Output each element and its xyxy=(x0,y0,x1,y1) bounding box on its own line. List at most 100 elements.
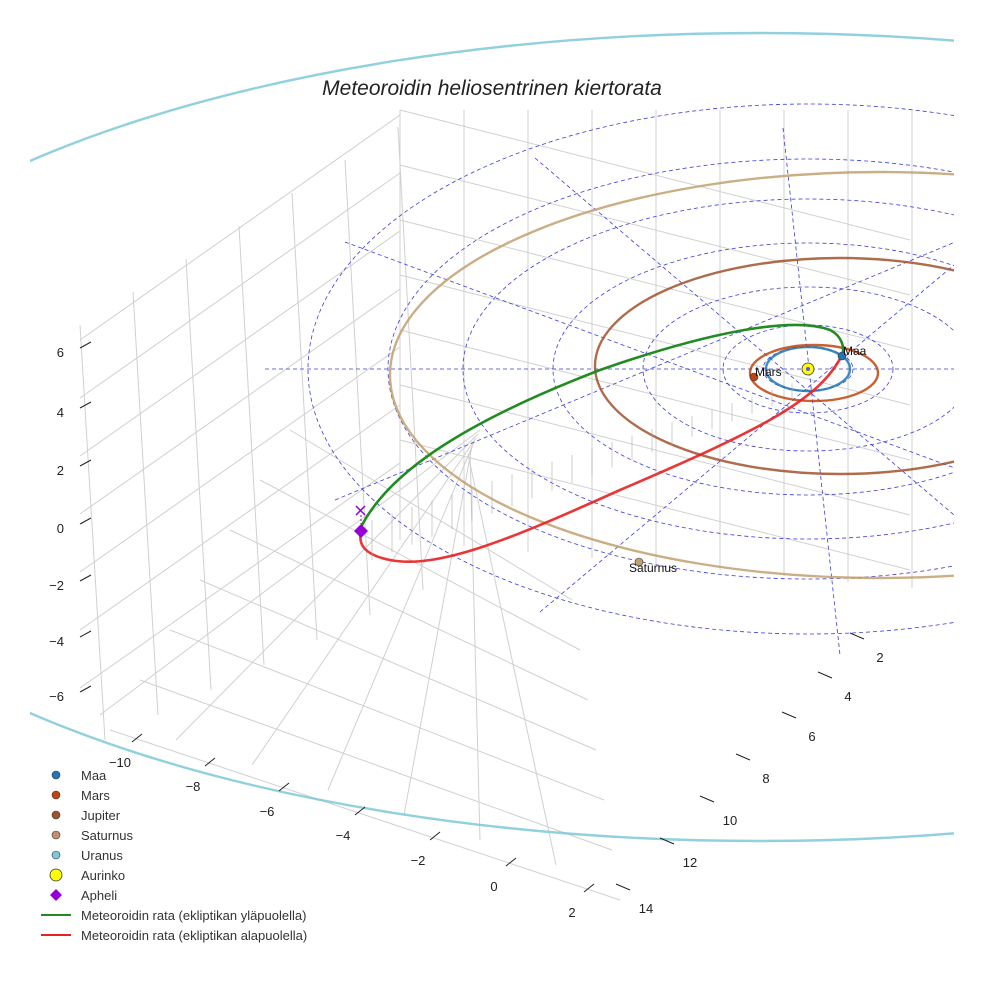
z-tick xyxy=(79,685,92,693)
grid-line xyxy=(238,225,265,666)
grid-line xyxy=(291,192,318,641)
z-tick-label: −2 xyxy=(49,578,64,593)
x-tick-label: −4 xyxy=(336,828,351,843)
y-tick xyxy=(781,711,797,719)
grid-line xyxy=(403,445,473,816)
z-tick-label: 2 xyxy=(57,463,64,478)
ecliptic-ray xyxy=(334,242,954,501)
grid-line xyxy=(467,453,557,866)
legend-label: Saturnus xyxy=(81,828,134,843)
legend-item: Jupiter xyxy=(51,808,121,823)
grid-line xyxy=(469,449,481,841)
legend-item: Uranus xyxy=(51,848,123,863)
grid-line xyxy=(399,164,911,296)
grid-line xyxy=(399,329,911,461)
grid-line xyxy=(79,288,401,515)
chart-title: Meteoroidin heliosentrinen kiertorata xyxy=(322,77,662,100)
grid-line xyxy=(99,429,481,716)
z-tick xyxy=(79,341,92,349)
trajectory-above xyxy=(359,323,845,528)
grid-line xyxy=(259,479,581,651)
y-tick xyxy=(817,671,833,679)
orbit-mars xyxy=(748,343,880,403)
y-tick-label: 2 xyxy=(876,650,883,665)
legend-label: Uranus xyxy=(81,848,123,863)
orbit-uranus xyxy=(30,31,954,843)
legend-label: Mars xyxy=(81,788,110,803)
z-tick-label: 4 xyxy=(57,405,64,420)
grid-line xyxy=(79,346,401,573)
y-tick-label: 4 xyxy=(844,689,851,704)
ecliptic-ring xyxy=(642,286,954,452)
grid-line xyxy=(399,384,911,516)
legend-diamond-icon xyxy=(50,889,62,901)
orbit-jupiter xyxy=(593,256,954,476)
planet-saturnus xyxy=(634,557,644,567)
ecliptic-ring xyxy=(462,198,954,540)
y-tick-label: 12 xyxy=(683,855,697,870)
legend-dot-icon xyxy=(51,810,61,820)
y-tick xyxy=(659,837,675,845)
legend-item: Saturnus xyxy=(51,828,134,843)
x-tick xyxy=(583,883,595,893)
x-tick-label: −6 xyxy=(260,804,275,819)
legend-label: Meteoroidin rata (ekliptikan yläpuolella… xyxy=(81,908,306,923)
grid-line xyxy=(175,433,479,741)
x-tick xyxy=(204,757,216,767)
legend-item: Meteoroidin rata (ekliptikan alapuolella… xyxy=(41,928,307,943)
grid-line xyxy=(185,258,212,691)
z-tick-label: 6 xyxy=(57,345,64,360)
grid-line xyxy=(139,679,613,851)
y-tick-label: 8 xyxy=(762,771,769,786)
legend-item: Apheli xyxy=(50,888,117,903)
grid-line xyxy=(79,230,401,457)
x-tick xyxy=(505,857,517,867)
grid-line xyxy=(251,437,477,766)
z-tick xyxy=(79,517,92,525)
grid-line xyxy=(399,274,911,406)
ecliptic-ray xyxy=(539,264,954,613)
ecliptic-ray xyxy=(782,127,841,656)
legend-item: Mars xyxy=(51,788,110,803)
y-tick xyxy=(615,883,631,891)
grid-line xyxy=(79,324,106,741)
x-tick-label: 2 xyxy=(568,905,575,920)
grid-line xyxy=(199,579,597,751)
x-tick xyxy=(429,831,441,841)
planet-label: Maa xyxy=(843,344,867,358)
y-tick-label: 14 xyxy=(639,901,653,916)
grid-line xyxy=(109,729,621,901)
legend-label: Meteoroidin rata (ekliptikan alapuolella… xyxy=(81,928,307,943)
ecliptic-ray xyxy=(534,157,954,516)
z-tick xyxy=(79,630,92,638)
z-tick-label: 0 xyxy=(57,521,64,536)
x-tick xyxy=(278,782,290,792)
grid-line xyxy=(397,126,424,591)
legend-label: Aurinko xyxy=(81,868,125,883)
planet-label: Mars xyxy=(755,365,782,379)
orbit-maa xyxy=(764,345,852,393)
x-tick-label: −10 xyxy=(109,755,131,770)
planet-maa xyxy=(837,351,847,361)
y-tick-label: 10 xyxy=(723,813,737,828)
grid-line xyxy=(399,439,911,571)
orbit-saturnus xyxy=(388,170,954,580)
legend-dot-icon xyxy=(51,770,61,780)
legend-sun-icon xyxy=(49,868,63,882)
grid-line xyxy=(79,404,401,631)
trajectory-below xyxy=(359,354,844,564)
z-tick xyxy=(79,401,92,409)
y-tick-label: 6 xyxy=(808,729,815,744)
grid-line xyxy=(169,629,605,801)
ecliptic-ring xyxy=(307,103,954,635)
grid-line xyxy=(132,291,159,716)
legend-label: Jupiter xyxy=(81,808,121,823)
grid-line xyxy=(79,114,401,341)
grid-line xyxy=(327,441,475,791)
grid-line xyxy=(229,529,589,701)
planet-mars xyxy=(749,372,759,382)
grid-line xyxy=(79,462,401,689)
